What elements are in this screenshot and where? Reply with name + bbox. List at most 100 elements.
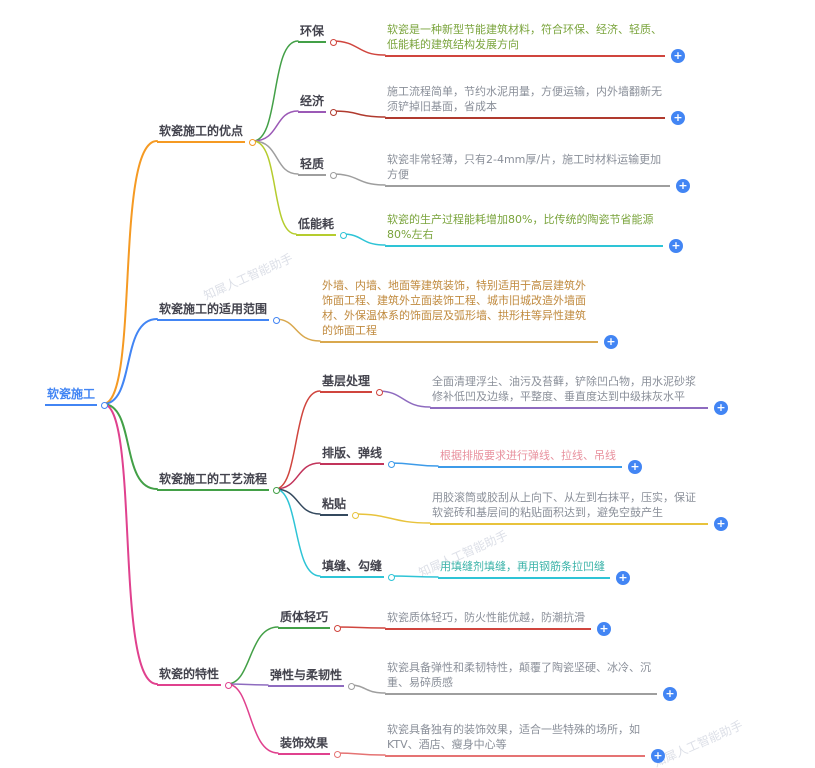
expand-button[interactable]: + [671,49,685,63]
edge-process-layout [274,462,321,490]
desc-text: 用胶滚筒或胶刮从上向下、从左到右抹平，压实，保证软瓷砖和基层间的粘贴面积达到，避… [432,491,696,519]
expand-button[interactable]: + [628,460,642,474]
desc-jointing[interactable]: 用填缝剂填缝，再用钢筋条拉凹缝 + [438,559,630,585]
edge-elasticity-desc [349,684,386,694]
desc-decoration[interactable]: 软瓷具备独有的装饰效果，适合一些特殊的场所，如KTV、酒店、瘦身中心等 + [385,722,665,763]
child-lightweight[interactable]: 轻质 [298,157,338,179]
desc-text: 软瓷的生产过程能耗增加80%，比传统的陶瓷节省能源80%左右 [387,213,654,241]
desc-text: 外墙、内墙、地面等建筑装饰，特别适用于高层建筑外饰面工程、建筑外立面装饰工程、城… [322,279,586,337]
child-label: 弹性与柔韧性 [270,668,343,682]
connector-dot [330,172,338,179]
child-elasticity[interactable]: 弹性与柔韧性 [268,668,356,690]
desc-light-body[interactable]: 软瓷质体轻巧，防火性能优越，防潮抗滑 + [385,610,611,636]
edge-economic-desc [331,110,386,118]
desc-lightweight[interactable]: 软瓷非常轻薄，只有2-4mm厚/片，施工时材料运输更加方便 + [385,152,690,193]
connector-dot [334,751,342,758]
child-light-body[interactable]: 质体轻巧 [278,610,342,632]
expand-button[interactable]: + [714,517,728,531]
edge-lightweight-desc [331,173,386,186]
edge-jointing-desc [389,575,439,578]
edge-advantages-lowenergy [252,140,297,235]
child-label: 低能耗 [298,217,335,231]
expand-button[interactable]: + [663,687,677,701]
edge-decoration-desc [335,752,386,756]
child-paste[interactable]: 粘贴 [320,497,360,519]
edge-process-jointing [274,488,321,577]
desc-text: 软瓷具备弹性和柔韧特性，颠覆了陶瓷坚硬、冰冷、沉重、易碎质感 [387,661,651,689]
branch-label: 软瓷施工的适用范围 [159,302,268,316]
edge-features-decoration [226,683,279,754]
child-decoration[interactable]: 装饰效果 [278,736,342,758]
expand-button[interactable]: + [604,335,618,349]
desc-text: 用填缝剂填缝，再用钢筋条拉凹缝 [440,560,605,573]
child-label: 基层处理 [322,374,371,388]
desc-elasticity[interactable]: 软瓷具备弹性和柔韧特性，颠覆了陶瓷坚硬、冰冷、沉重、易碎质感 + [385,660,677,701]
child-label: 装饰效果 [280,736,329,750]
branch-label: 软瓷施工的优点 [159,124,244,138]
desc-base-treatment[interactable]: 全面清理浮尘、油污及苔藓，铲除凹凸物，用水泥砂浆修补低凹及边缘，平整度、垂直度达… [430,374,728,415]
connector-dot [388,461,396,468]
node-root-label: 软瓷施工 [47,387,96,401]
connector-dot [273,317,281,324]
edge-advantages-lightweight [252,140,299,175]
child-base-treatment[interactable]: 基层处理 [320,374,384,396]
node-root[interactable]: 软瓷施工 [45,387,109,409]
child-label: 填缝、勾缝 [322,559,383,573]
connector-dot [330,109,338,116]
child-environmental[interactable]: 环保 [298,24,338,46]
expand-button[interactable]: + [597,622,611,636]
child-economic[interactable]: 经济 [298,94,338,116]
watermark: 知犀人工智能助手 [651,718,745,768]
desc-scope[interactable]: 外墙、内墙、地面等建筑装饰，特别适用于高层建筑外饰面工程、建筑外立面装饰工程、城… [320,278,618,349]
desc-text: 软瓷非常轻薄，只有2-4mm厚/片，施工时材料运输更加方便 [387,153,662,181]
edge-paste-desc [353,513,431,524]
edge-root-advantages [102,140,158,405]
branch-scope[interactable]: 软瓷施工的适用范围 [157,302,281,324]
connector-dot [273,487,281,494]
edge-process-paste [274,488,321,515]
branch-advantages[interactable]: 软瓷施工的优点 [157,124,257,146]
child-layout-line[interactable]: 排版、弹线 [320,446,396,468]
connector-dot [376,389,384,396]
edge-advantages-economic [252,110,299,142]
expand-button[interactable]: + [669,239,683,253]
edge-root-features [102,403,158,685]
connector-dot [340,232,348,239]
expand-button[interactable]: + [671,111,685,125]
branch-label: 软瓷的特性 [159,667,220,681]
connector-dot [348,683,356,690]
desc-text: 软瓷质体轻巧，防火性能优越，防潮抗滑 [387,611,585,624]
desc-low-energy[interactable]: 软瓷的生产过程能耗增加80%，比传统的陶瓷节省能源80%左右 + [385,212,683,253]
desc-text: 软瓷是一种新型节能建筑材料，符合环保、经济、轻质、低能耗的建筑结构发展方向 [387,23,662,51]
child-label: 经济 [300,94,325,108]
edge-root-process [102,403,158,490]
edge-lightbody-desc [335,626,386,629]
connector-dot [334,625,342,632]
branch-features[interactable]: 软瓷的特性 [157,667,233,689]
desc-text: 根据排版要求进行弹线、拉线、吊线 [440,449,616,462]
edge-features-elasticity [226,683,269,686]
connector-dot [330,39,338,46]
child-label: 环保 [300,24,325,38]
desc-economic[interactable]: 施工流程简单，节约水泥用量，方便运输，内外墙翻新无须铲掉旧基面，省成本 + [385,84,685,125]
expand-button[interactable]: + [714,401,728,415]
connector-dot [101,402,109,409]
desc-paste[interactable]: 用胶滚筒或胶刮从上向下、从左到右抹平，压实，保证软瓷砖和基层间的粘贴面积达到，避… [430,490,728,531]
expand-button[interactable]: + [651,749,665,763]
desc-text: 施工流程简单，节约水泥用量，方便运输，内外墙翻新无须铲掉旧基面，省成本 [387,85,662,113]
expand-button[interactable]: + [616,571,630,585]
edge-process-base [274,390,321,490]
branch-label: 软瓷施工的工艺流程 [159,472,268,486]
child-label: 轻质 [300,157,325,171]
child-jointing[interactable]: 填缝、勾缝 [320,559,396,581]
edge-lowenergy-desc [341,233,386,246]
desc-layout-line[interactable]: 根据排版要求进行弹线、拉线、吊线 + [438,448,642,474]
edge-layout-desc [389,462,439,467]
child-label: 粘贴 [322,497,347,511]
branch-process[interactable]: 软瓷施工的工艺流程 [157,472,281,494]
child-low-energy[interactable]: 低能耗 [296,217,348,239]
watermark: 知犀人工智能助手 [201,251,295,303]
expand-button[interactable]: + [676,179,690,193]
desc-environmental[interactable]: 软瓷是一种新型节能建筑材料，符合环保、经济、轻质、低能耗的建筑结构发展方向 + [385,22,685,63]
